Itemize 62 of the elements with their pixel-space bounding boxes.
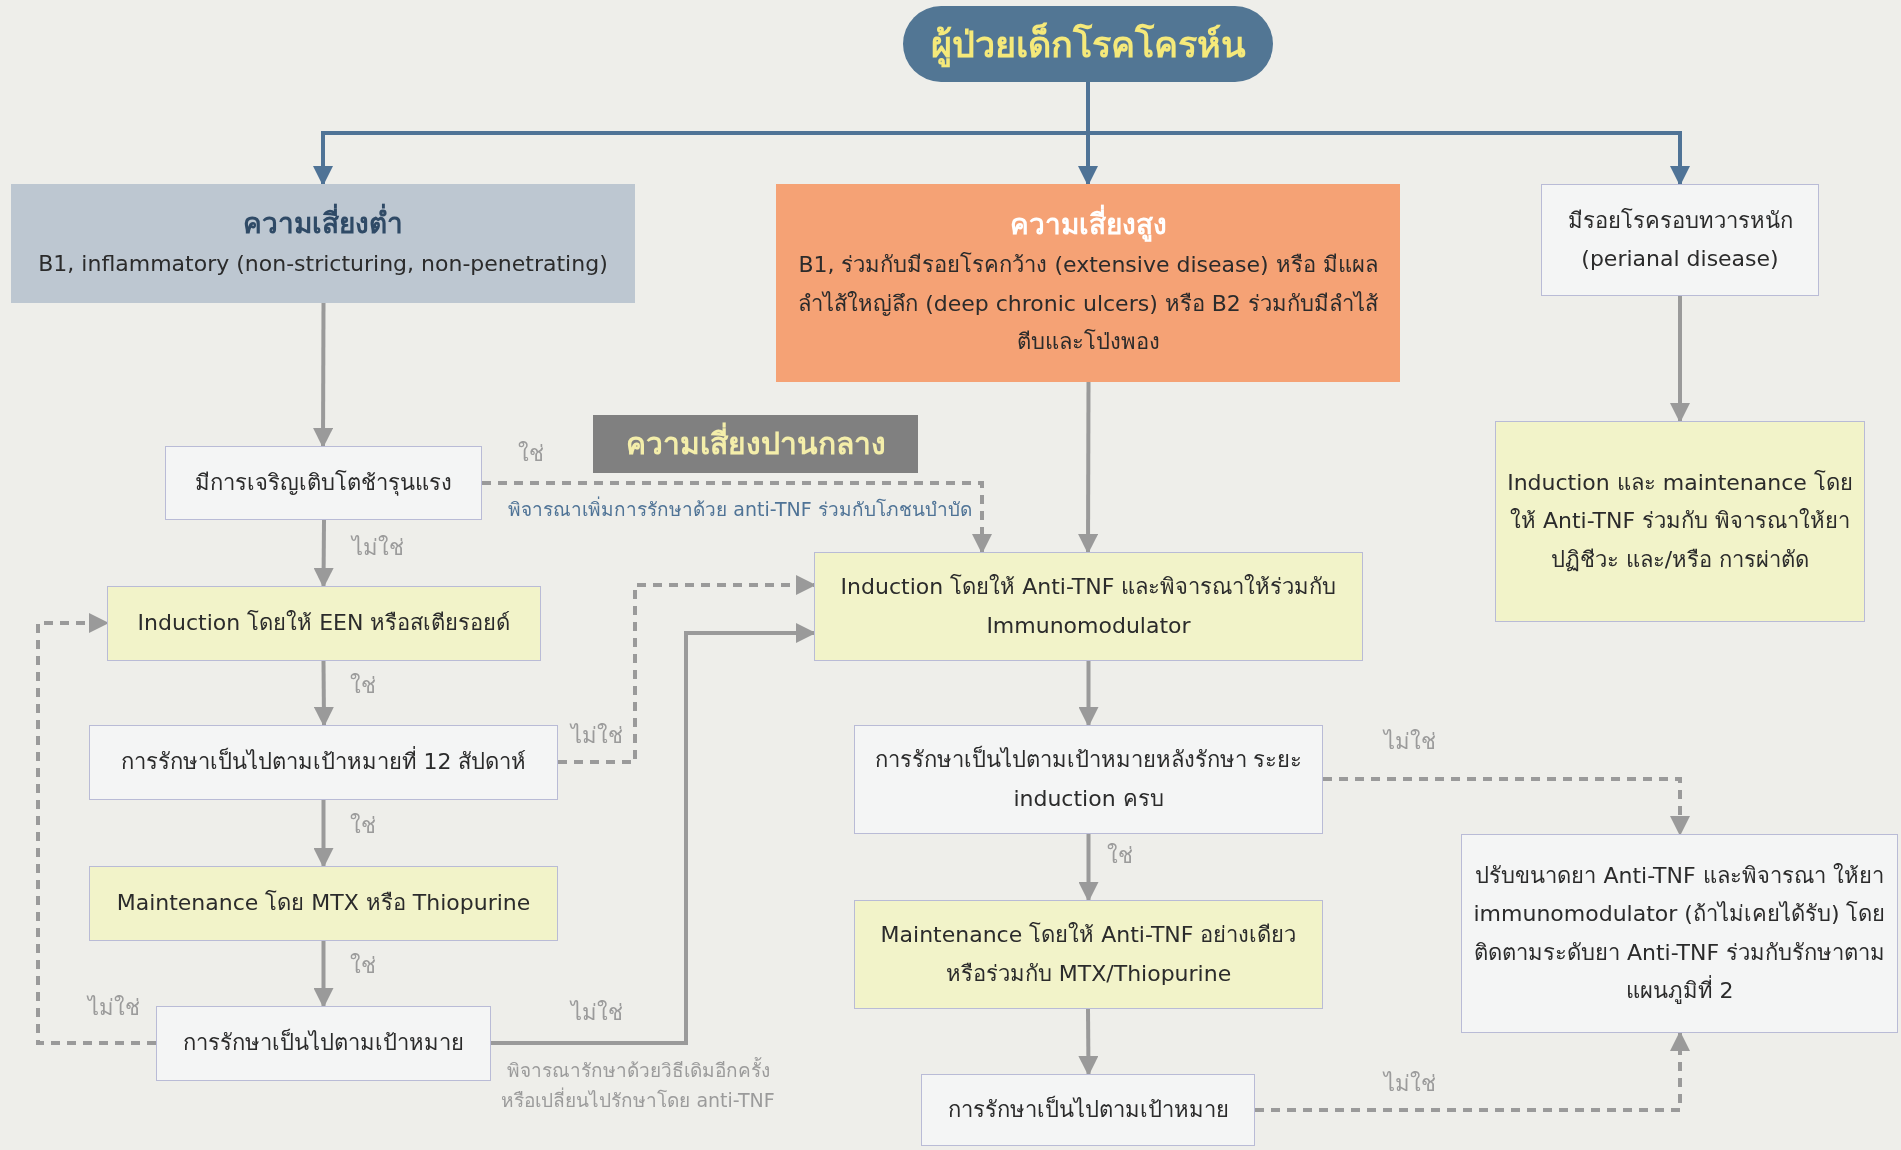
node-text: B1, ร่วมกับมีรอยโรคกว้าง (extensive disease) หรือ มีแผลลำไส้ใหญ่ลึก (deep chronic ulcers) หรือ B2 ร่วมกับมีลำไส้ตีบและโป่งพอง <box>797 251 1379 357</box>
arrow <box>1078 382 1099 554</box>
arrow <box>1078 661 1099 727</box>
process-box <box>921 1074 1255 1146</box>
node-text: Maintenance โดย MTX หรือ Thiopurine <box>116 889 531 918</box>
edge-label: ใช่ <box>518 440 544 468</box>
process-box <box>89 866 558 941</box>
process-box <box>1541 184 1819 296</box>
node-text: B1, inflammatory (non-stricturing, non-penetrating) <box>38 250 608 279</box>
edge-label: ใช่ <box>1107 842 1133 870</box>
arrow <box>1323 777 1690 836</box>
edge-label: ไม่ใช่ <box>88 994 140 1022</box>
arrow <box>1078 834 1099 902</box>
section-banner <box>593 415 918 473</box>
node-text: การรักษาเป็นไปตามเป้าหมายที่ 12 สัปดาห์ <box>120 743 527 782</box>
arrow <box>482 481 992 554</box>
arrow <box>313 800 334 868</box>
node-heading: ความเสี่ยงต่ำ <box>243 203 403 246</box>
edge-label: ใช่ <box>350 812 376 840</box>
process-box <box>854 725 1323 834</box>
edge-label: ไม่ใช่ <box>571 999 623 1027</box>
node-text: Induction โดยให้ EEN หรือสเตียรอยด์ <box>137 609 511 638</box>
title-text: ผู้ป่วยเด็กโรคโครห์น <box>930 12 1246 76</box>
arrow <box>1078 1009 1099 1076</box>
node-text: Induction โดยให้ Anti-TNF และพิจารณาให้ร่วมกับ Immunomodulator <box>839 573 1338 640</box>
edge-label: ใช่ <box>350 952 376 980</box>
process-box <box>107 586 541 661</box>
risk-category-box <box>776 184 1400 382</box>
process-box <box>165 446 482 520</box>
node-text: มีรอยโรครอบทวารหนัก (perianal disease) <box>1566 206 1794 273</box>
node-text: Induction และ maintenance โดยให้ Anti-TNF ร่วมกับ พิจารณาให้ยาปฏิชีวะ และ/หรือ การผ่าตัด <box>1506 468 1854 574</box>
arrow <box>1255 1031 1690 1112</box>
node-text: การรักษาเป็นไปตามเป้าหมายหลังรักษา ระยะ induction ครบ <box>873 744 1304 813</box>
process-box <box>1495 421 1865 622</box>
edge-label: ไม่ใช่ <box>352 534 404 562</box>
edge-label: ไม่ใช่ <box>571 722 623 750</box>
arrow <box>313 941 334 1008</box>
note-text: พิจารณารักษาด้วยวิธีเดิมอีกครั้ง หรือเปลี่ยนไปรักษาโดย anti-TNF <box>500 1056 776 1114</box>
arrow <box>313 661 334 727</box>
edge-label: ไม่ใช่ <box>1384 728 1436 756</box>
process-box <box>814 552 1363 661</box>
node-text: ปรับขนาดยา Anti-TNF และพิจารณา ให้ยา immunomodulator (ถ้าไม่เคยได้รับ) โดยติดตามระดับยา Anti-TNF ร่วมกับรักษาตามแผนภูมิที่ 2 <box>1472 861 1887 1006</box>
process-box <box>854 900 1323 1009</box>
note-text: พิจารณาเพิ่มการรักษาด้วย anti-TNF ร่วมกับโภชนบำบัด <box>507 495 973 522</box>
arrow <box>558 575 816 764</box>
node-text: การรักษาเป็นไปตามเป้าหมาย <box>947 1094 1229 1124</box>
process-box <box>89 725 558 800</box>
node-text: Maintenance โดยให้ Anti-TNF อย่างเดียว หรือร่วมกับ MTX/Thiopurine <box>879 921 1298 988</box>
process-box <box>156 1006 491 1081</box>
banner-text: ความเสี่ยงปานกลาง <box>625 417 886 471</box>
node-heading: ความเสี่ยงสูง <box>1009 204 1167 247</box>
process-box <box>1461 834 1898 1033</box>
arrow <box>1670 296 1690 423</box>
arrow <box>491 623 816 1045</box>
edge-label: ไม่ใช่ <box>1384 1070 1436 1098</box>
arrow <box>313 303 334 448</box>
risk-category-box <box>11 184 635 303</box>
node-text: มีการเจริญเติบโตช้ารุนแรง <box>195 468 452 498</box>
arrow <box>313 520 334 588</box>
node-text: การรักษาเป็นไปตามเป้าหมาย <box>183 1027 464 1058</box>
arrow <box>36 613 156 1045</box>
edge-label: ใช่ <box>350 672 376 700</box>
